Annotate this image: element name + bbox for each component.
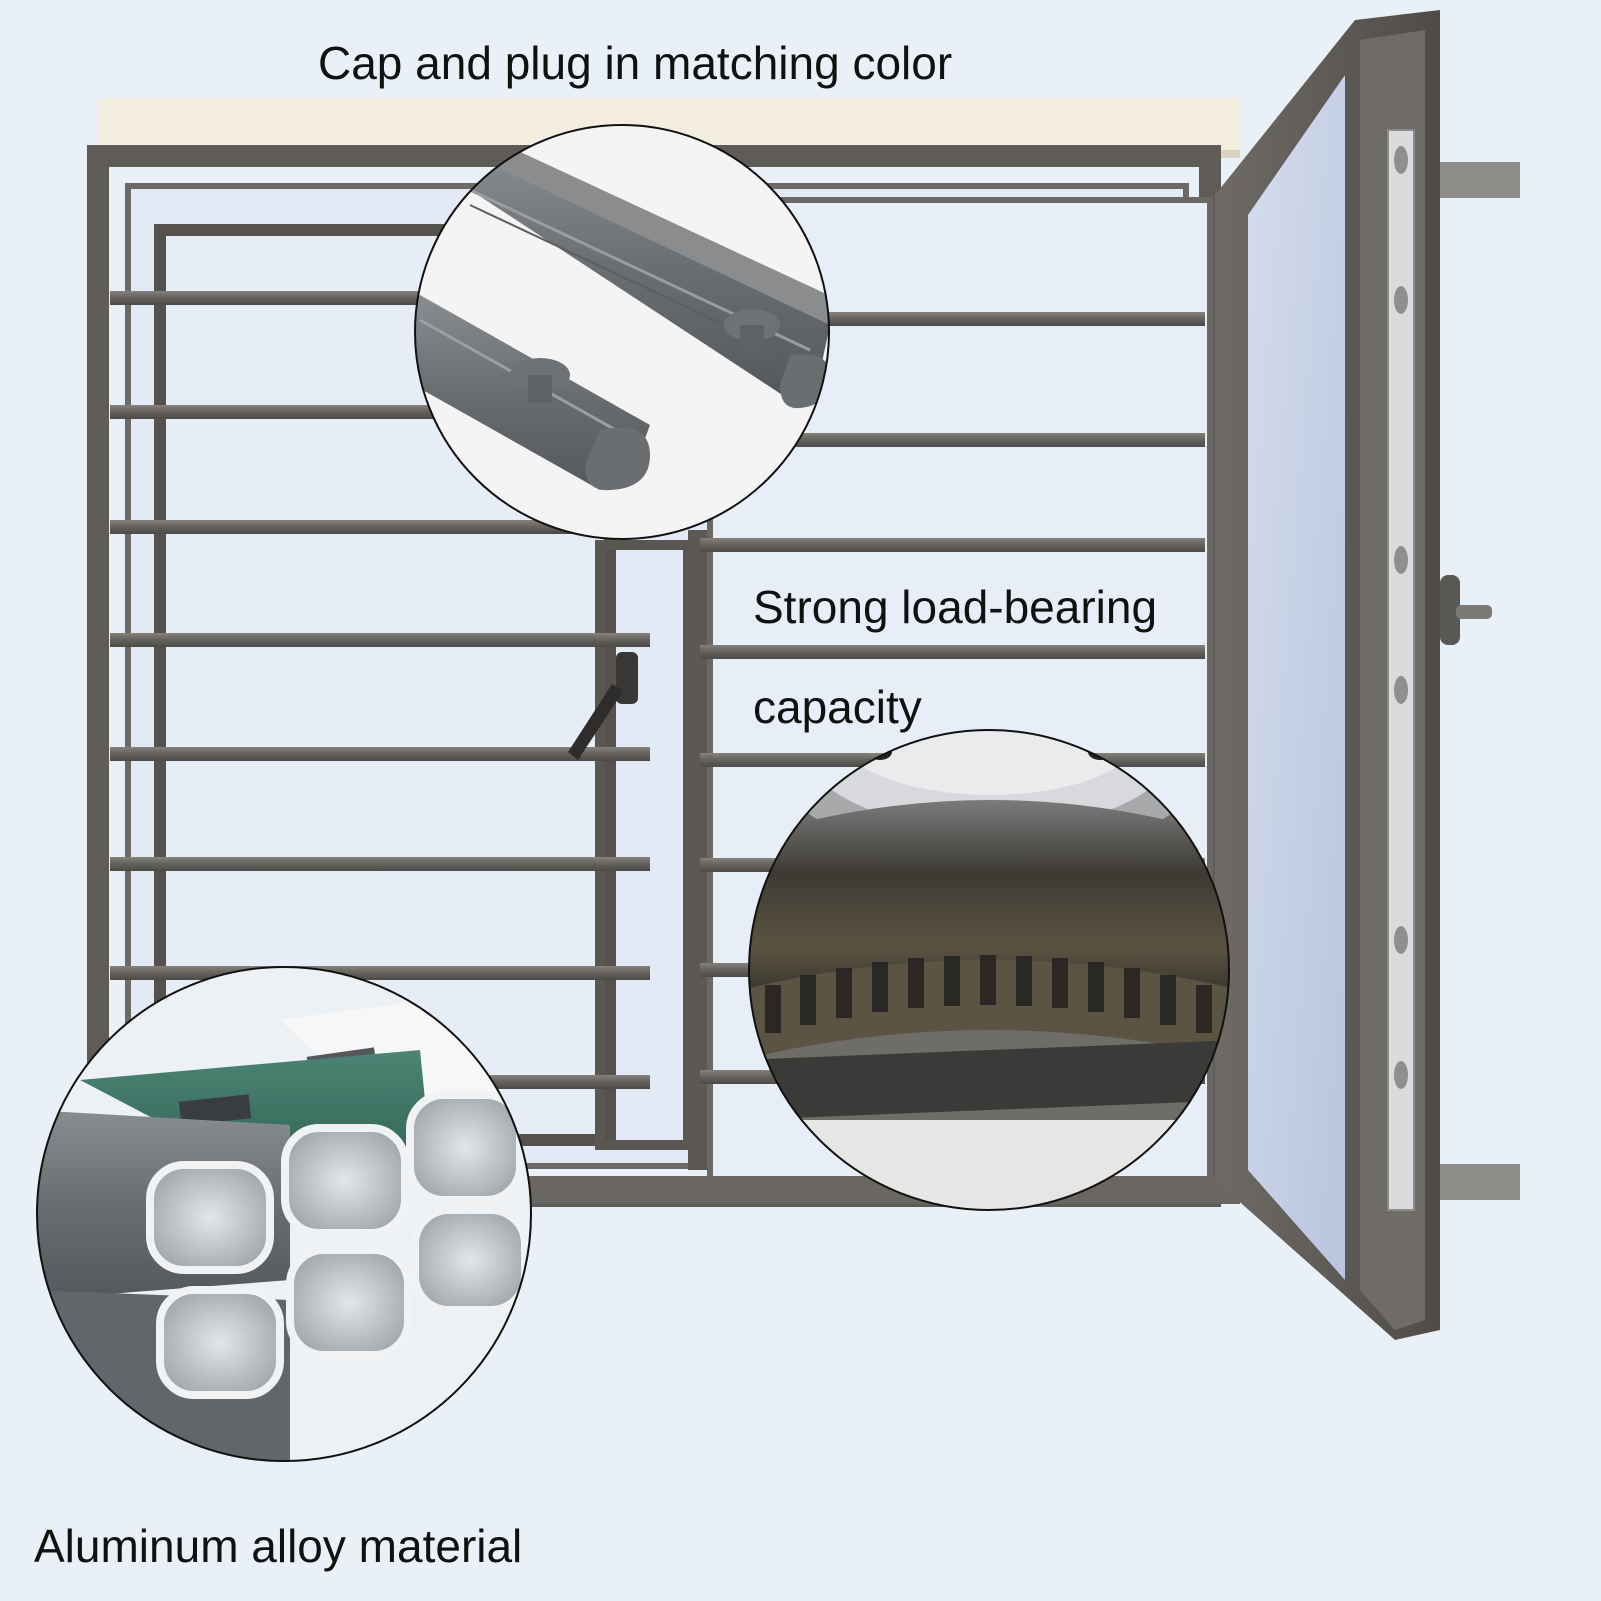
open-casement-sash (1215, 10, 1492, 1340)
aluminum-profile-closeup (36, 966, 532, 1462)
window-handle (568, 652, 638, 760)
cap-plug-closeup (414, 124, 830, 540)
caption-load-bearing: Strong load-bearing (753, 581, 1158, 633)
caption-aluminum: Aluminum alloy material (34, 1520, 523, 1572)
caption-capacity: capacity (753, 681, 922, 733)
caption-cap-plug: Cap and plug in matching color (318, 37, 953, 89)
